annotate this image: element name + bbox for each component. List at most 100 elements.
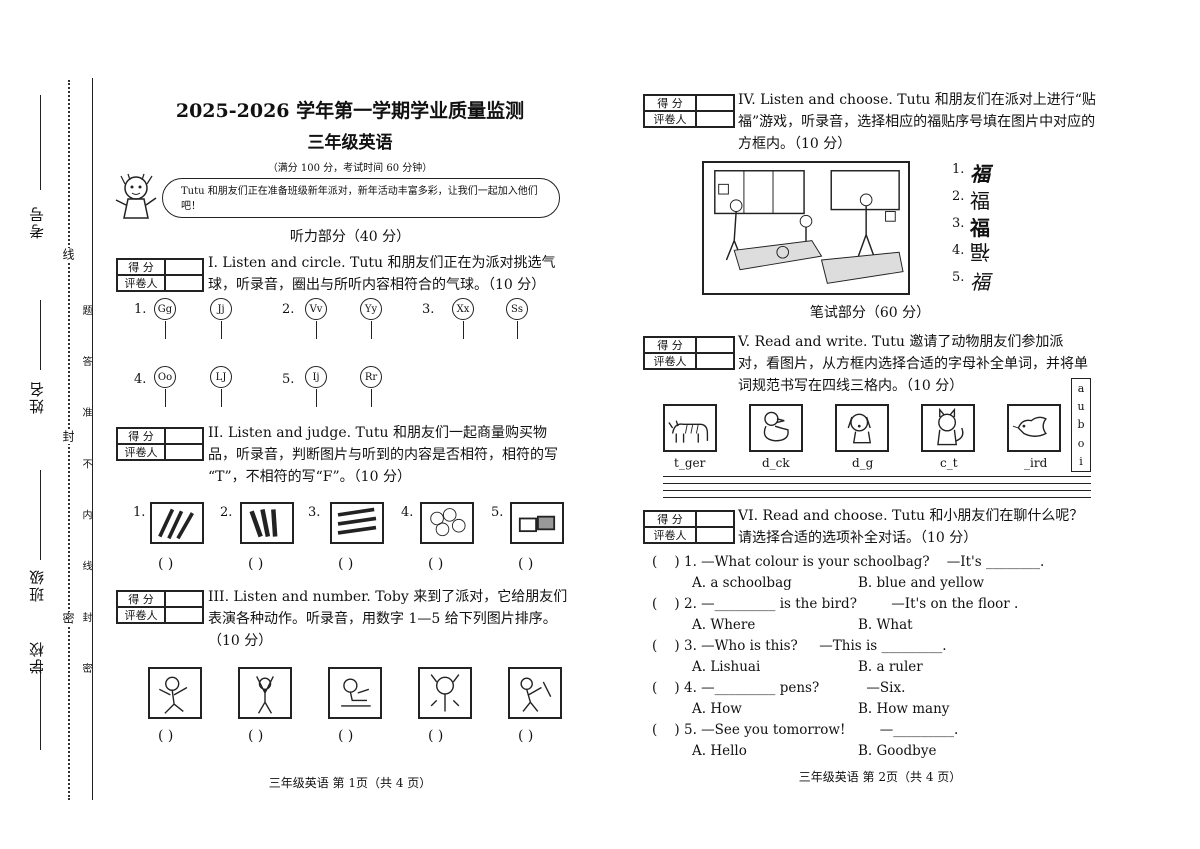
fu-sticker-4[interactable]: 福 xyxy=(970,240,990,264)
fu-sticker-3[interactable]: 福 xyxy=(970,216,990,240)
q6-question-1[interactable]: ( ) 1. —What colour is your schoolbag? —… xyxy=(652,554,1045,570)
q2-answer-paren[interactable]: ( ) xyxy=(338,556,354,572)
q6-option-b[interactable]: B. How many xyxy=(858,701,950,717)
q4-grader-cell[interactable] xyxy=(696,111,734,127)
answer-warning: 题 答 准 不 内 线 封 密 xyxy=(80,305,91,693)
balloon-option[interactable]: Yy xyxy=(360,298,382,339)
q1-score-box: 得 分 评卷人 xyxy=(116,258,204,292)
q6-grader-cell[interactable] xyxy=(696,527,734,543)
q1-num-1: 1. xyxy=(134,302,147,317)
q3-answer-paren[interactable]: ( ) xyxy=(338,728,354,744)
balloon-option[interactable]: Ij xyxy=(305,366,327,407)
pencils-image xyxy=(150,502,204,544)
q5-text: V. Read and write. Tutu 邀请了动物朋友们参加派对，看图片… xyxy=(738,334,1088,394)
q2-score-box: 得 分 评卷人 xyxy=(116,427,204,461)
q6-option-a[interactable]: A. a schoolbag xyxy=(692,575,792,591)
word-blank-dog: d_g xyxy=(852,456,874,470)
q3-score-cell[interactable] xyxy=(165,591,203,607)
xuexiao-underline xyxy=(40,660,41,750)
q6-option-b[interactable]: B. Goodbye xyxy=(858,743,937,759)
binding-solid-line xyxy=(92,78,93,800)
q2-answer-paren[interactable]: ( ) xyxy=(428,556,444,572)
q6-option-a[interactable]: A. Where xyxy=(692,617,756,633)
q6-question-3[interactable]: ( ) 3. —Who is this? —This is _________. xyxy=(652,638,947,654)
q1-text: I. Listen and circle. Tutu 和朋友们正在为派对挑选气球… xyxy=(208,255,556,293)
rulers-image xyxy=(240,502,294,544)
q6-question-4[interactable]: ( ) 4. —_________ pens? —Six. xyxy=(652,680,906,696)
xuexiao-label: 学校 xyxy=(28,640,46,674)
balloon-option[interactable]: Gg xyxy=(154,298,176,339)
balloon-option[interactable]: Ss xyxy=(506,298,528,339)
intro-text: Tutu 和朋友们正在准备班级新年派对，新年活动丰富多彩，让我们一起加入他们吧！ xyxy=(181,186,538,212)
balloon-option[interactable]: Vv xyxy=(305,298,327,339)
q1-num-2: 2. xyxy=(282,302,295,317)
xingming-underline xyxy=(40,300,41,370)
fu-sticker-1[interactable]: 福 xyxy=(970,162,990,186)
q3-score-box: 得 分 评卷人 xyxy=(116,590,204,624)
action-picture-1 xyxy=(148,667,202,719)
letter-option: b xyxy=(1077,418,1085,432)
q1-grader-cell[interactable] xyxy=(165,275,203,291)
q6-score-box: 得 分 评卷人 xyxy=(643,510,735,544)
letter-option: o xyxy=(1077,436,1085,450)
fu-sticker-2[interactable]: 福 xyxy=(970,189,990,213)
q6-option-a[interactable]: A. Hello xyxy=(692,743,747,759)
fu-options: 1.福 2.福 3.福 4.福 5.福 xyxy=(952,158,1012,294)
q3-answer-paren[interactable]: ( ) xyxy=(428,728,444,744)
q5-score-box: 得 分 评卷人 xyxy=(643,336,735,370)
q5-grader-cell[interactable] xyxy=(696,353,734,369)
exam-title: 2025-2026 学年第一学期学业质量监测 xyxy=(175,100,525,122)
fu-sticker-5[interactable]: 福 xyxy=(970,270,990,294)
q6-score-cell[interactable] xyxy=(696,511,734,527)
q2-num: 2. xyxy=(220,505,233,520)
balloon-option[interactable]: Oo xyxy=(154,366,176,407)
action-picture-3 xyxy=(328,667,382,719)
dog-icon xyxy=(835,404,889,452)
q6-option-a[interactable]: A. Lishuai xyxy=(692,659,761,675)
q2-num: 4. xyxy=(401,505,414,520)
q5-score-cell[interactable] xyxy=(696,337,734,353)
q2-answer-paren[interactable]: ( ) xyxy=(518,556,534,572)
q3-answer-paren[interactable]: ( ) xyxy=(158,728,174,744)
q2-score-cell[interactable] xyxy=(165,428,203,444)
q3-answer-paren[interactable]: ( ) xyxy=(248,728,264,744)
q2-num: 5. xyxy=(491,505,504,520)
q4-text: IV. Listen and choose. Tutu 和朋友们在派对上进行“贴… xyxy=(738,92,1096,152)
balloon-option[interactable]: Jj xyxy=(210,298,232,339)
four-line-grid[interactable] xyxy=(663,476,1091,498)
action-picture-5 xyxy=(508,667,562,719)
writing-section-title: 笔试部分（60 分） xyxy=(809,305,931,321)
q6-option-b[interactable]: B. a ruler xyxy=(858,659,923,675)
balloon-option[interactable]: Xx xyxy=(452,298,474,339)
books-image xyxy=(330,502,384,544)
listening-section-title: 听力部分（40 分） xyxy=(289,229,411,245)
feng-label: 封 xyxy=(60,430,77,444)
classroom-party-image xyxy=(702,161,910,295)
q6-question-2[interactable]: ( ) 2. —_________ is the bird? —It's on … xyxy=(652,596,1019,612)
fu-num: 4. xyxy=(952,243,965,258)
q6-question-5[interactable]: ( ) 5. —See you tomorrow! —_________. xyxy=(652,722,959,738)
exam-subtitle: 三年级英语 xyxy=(307,133,393,153)
q1-score-cell[interactable] xyxy=(165,259,203,275)
balloon-option[interactable]: Rr xyxy=(360,366,382,407)
q4-score-cell[interactable] xyxy=(696,95,734,111)
balloons-image xyxy=(420,502,474,544)
q6-option-a[interactable]: A. How xyxy=(692,701,742,717)
word-blank-tiger: t_ger xyxy=(674,456,706,470)
q2-num: 1. xyxy=(133,505,146,520)
kaohao-underline xyxy=(40,95,41,190)
q3-answer-paren[interactable]: ( ) xyxy=(518,728,534,744)
fu-num: 1. xyxy=(952,162,965,177)
balloon-option[interactable]: LJ xyxy=(210,366,232,407)
intro-bubble: Tutu 和朋友们正在准备班级新年派对，新年活动丰富多彩，让我们一起加入他们吧！ xyxy=(162,178,560,218)
q6-option-b[interactable]: B. What xyxy=(858,617,913,633)
q2-answer-paren[interactable]: ( ) xyxy=(158,556,174,572)
q2-grader-cell[interactable] xyxy=(165,444,203,460)
q6-option-b[interactable]: B. blue and yellow xyxy=(858,575,985,591)
q1-num-3: 3. xyxy=(422,302,435,317)
q3-grader-cell[interactable] xyxy=(165,607,203,623)
footer-right: 三年级英语 第 2页（共 4 页） xyxy=(798,770,962,784)
q2-answer-paren[interactable]: ( ) xyxy=(248,556,264,572)
word-blank-bird: _ird xyxy=(1024,456,1048,470)
word-blank-cat: c_t xyxy=(940,456,958,470)
